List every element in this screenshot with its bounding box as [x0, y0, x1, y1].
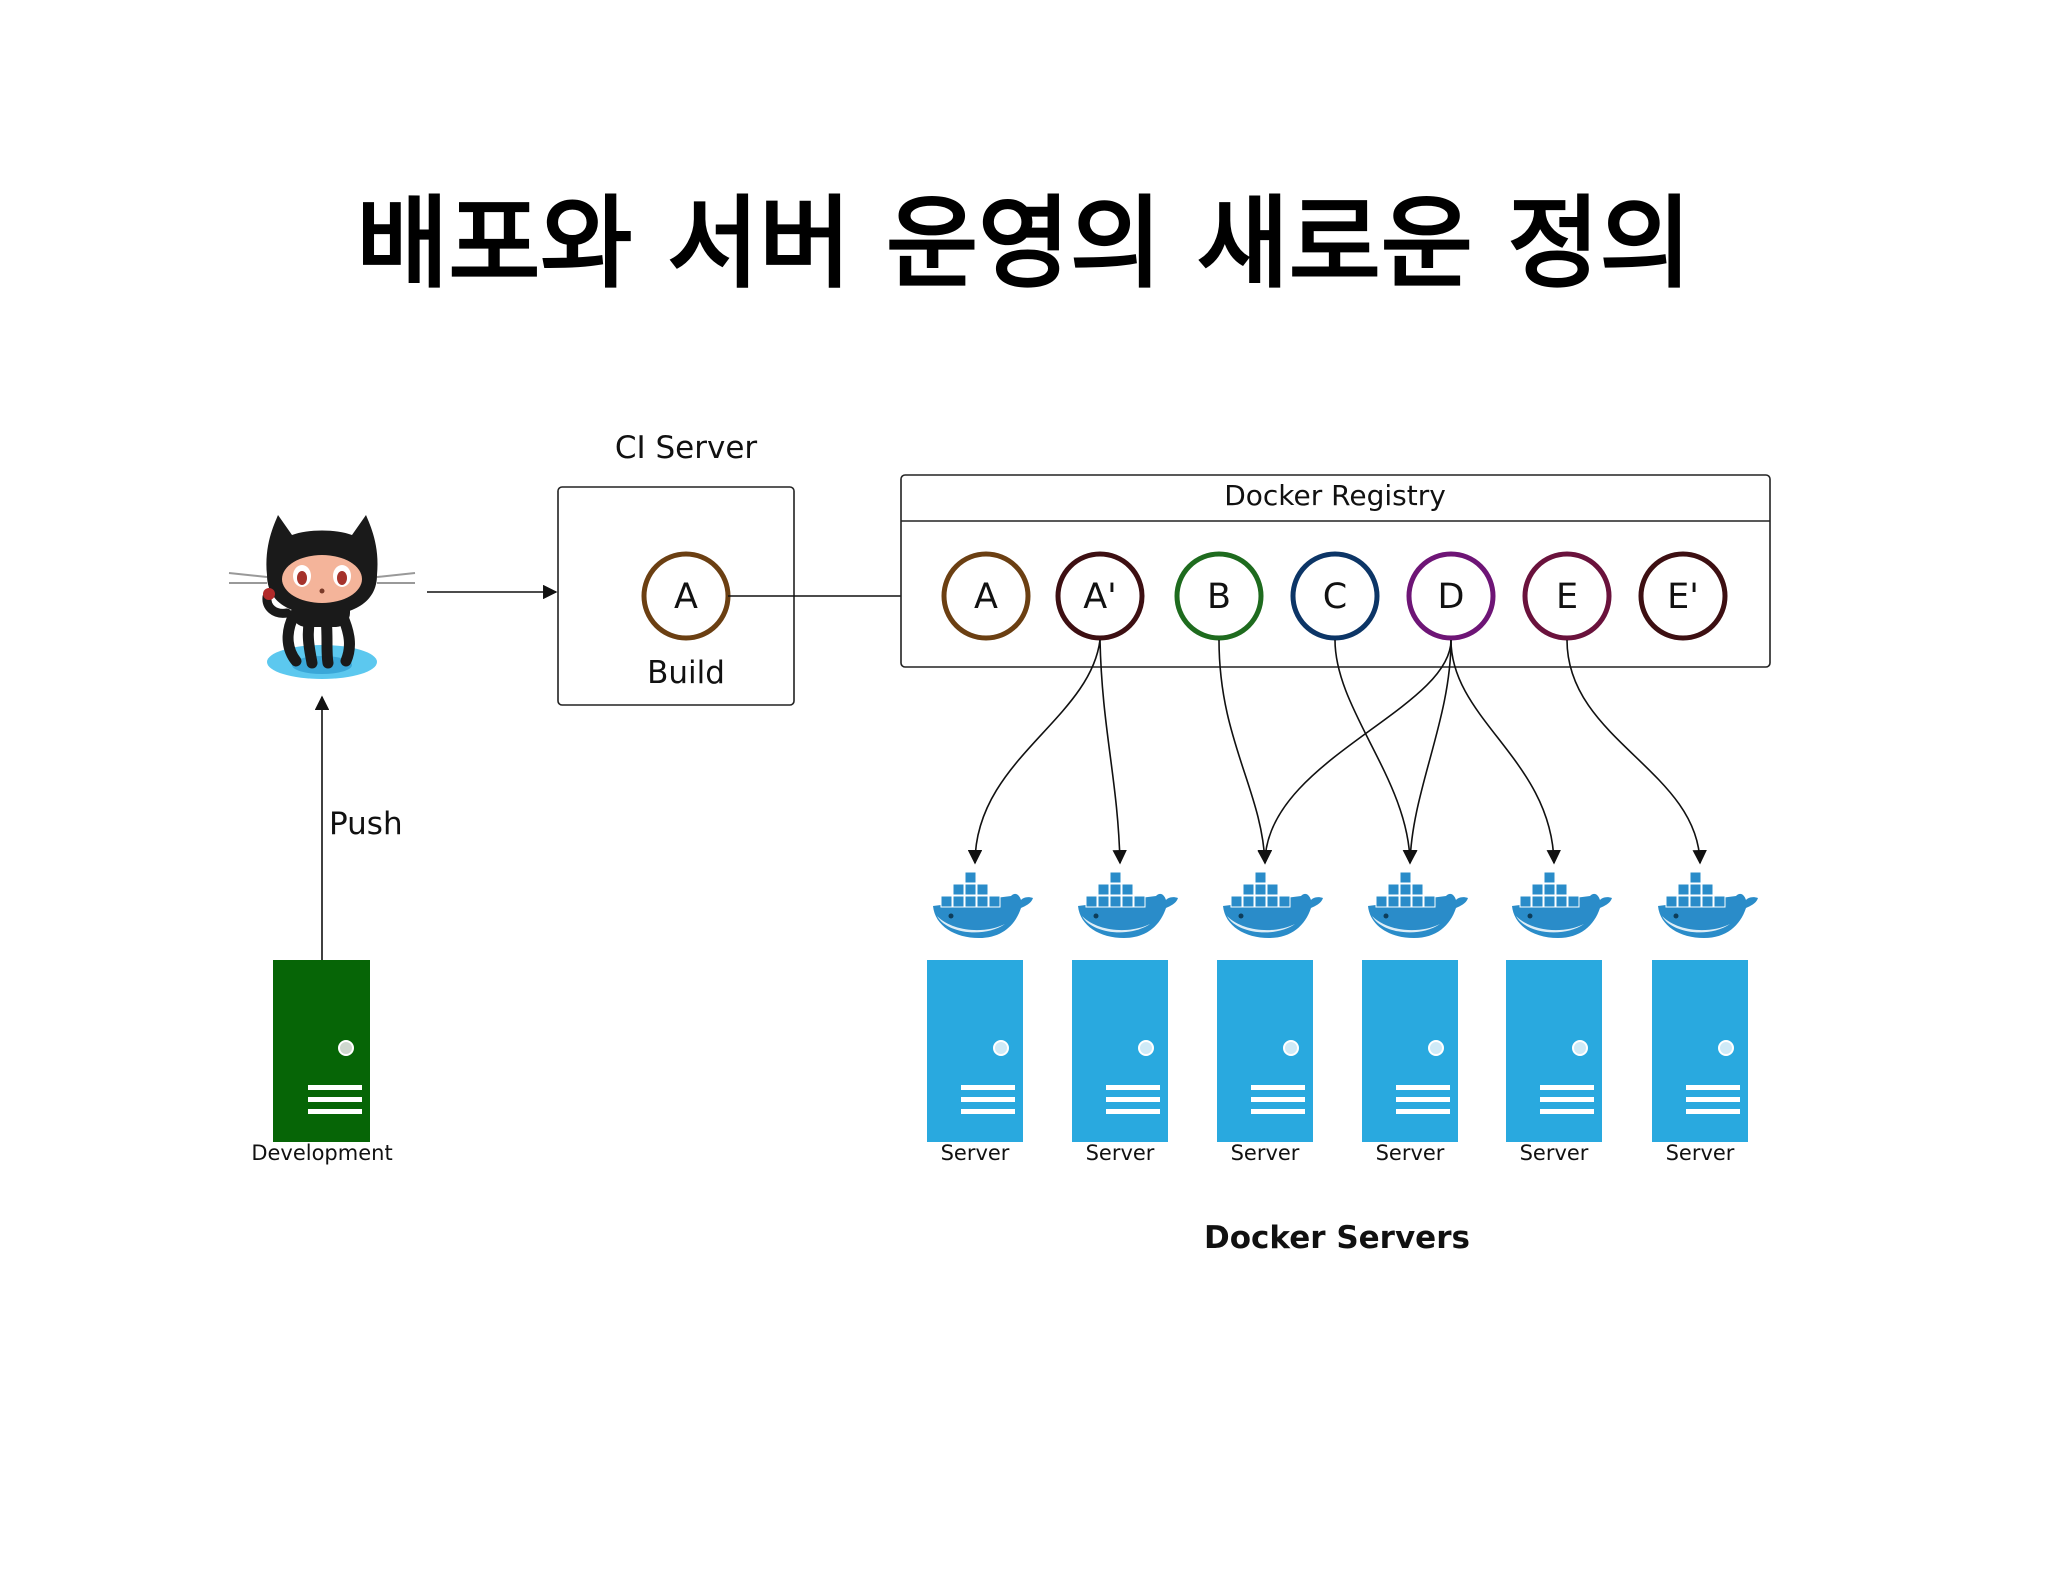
docker-server: Server — [1072, 960, 1168, 1165]
docker-server-body — [1217, 960, 1313, 1142]
server-led-icon — [1428, 1040, 1444, 1056]
registry-node-circle — [1174, 551, 1264, 641]
edge-a-prime-to-server-1 — [967, 639, 1101, 865]
registry-node: A — [941, 551, 1031, 641]
registry-node: D — [1406, 551, 1496, 641]
edge-a-prime-to-server-2 — [1099, 639, 1127, 865]
registry-node-circle — [1638, 551, 1728, 641]
docker-server: Server — [1506, 960, 1602, 1165]
development-label: Development — [251, 1141, 392, 1165]
ci-build-label: Build — [647, 655, 725, 691]
ci-server-title: CI Server — [615, 430, 758, 466]
docker-servers-label: Docker Servers — [1204, 1220, 1470, 1256]
registry-node-letter: D — [1438, 577, 1465, 617]
edge-d-to-server-4 — [1403, 639, 1452, 865]
registry-node-letter: B — [1207, 577, 1231, 617]
edge-d-to-server-5 — [1450, 639, 1561, 865]
docker-whale-icon — [933, 871, 1033, 938]
edge-c-to-server-4 — [1334, 639, 1418, 865]
docker-server-label: Server — [1666, 1141, 1735, 1165]
docker-server-body — [927, 960, 1023, 1142]
server-led-icon — [1572, 1040, 1588, 1056]
registry-node-circle — [1290, 551, 1380, 641]
docker-server-label: Server — [1376, 1141, 1445, 1165]
docker-whale-icon — [1368, 871, 1468, 938]
registry-node: E' — [1638, 551, 1728, 641]
registry-node: C — [1290, 551, 1380, 641]
registry-node: B — [1174, 551, 1264, 641]
docker-server-label: Server — [1086, 1141, 1155, 1165]
docker-server-body — [1506, 960, 1602, 1142]
server-led-icon — [993, 1040, 1009, 1056]
push-label: Push — [329, 806, 403, 842]
docker-whale-icon — [1658, 871, 1758, 938]
registry-node: A' — [1055, 551, 1145, 641]
registry-node-letter: A' — [1083, 577, 1117, 617]
deployment-edges — [967, 639, 1707, 865]
registry-node-circle — [941, 551, 1031, 641]
registry-image-nodes: A A' B C D E E' — [941, 551, 1728, 641]
server-led-icon — [1718, 1040, 1734, 1056]
registry-node-circle — [1406, 551, 1496, 641]
docker-server: Server — [1217, 960, 1313, 1165]
docker-server-label: Server — [1520, 1141, 1589, 1165]
docker-registry-title: Docker Registry — [1224, 479, 1446, 512]
docker-server-body — [1362, 960, 1458, 1142]
docker-whale-icon — [1078, 871, 1178, 938]
docker-server: Server — [1362, 960, 1458, 1165]
edge-d-to-server-3 — [1257, 639, 1452, 865]
docker-server: Server — [927, 960, 1023, 1165]
ci-build-node-letter: A — [674, 577, 698, 617]
edge-b-to-server-3 — [1218, 639, 1272, 865]
page-title: 배포와 서버 운영의 새로운 정의 — [356, 185, 1691, 302]
registry-node-letter: E' — [1667, 577, 1699, 617]
registry-node-circle — [1522, 551, 1612, 641]
docker-whales — [933, 871, 1758, 938]
development-server-body — [273, 960, 370, 1142]
edge-e-to-server-6 — [1566, 639, 1707, 865]
registry-node-letter: C — [1323, 577, 1347, 617]
docker-server-body — [1652, 960, 1748, 1142]
github-octocat-icon — [228, 515, 416, 679]
docker-server: Server — [1652, 960, 1748, 1165]
registry-node-letter: E — [1556, 577, 1578, 617]
docker-whale-icon — [1223, 871, 1323, 938]
development-server — [273, 960, 370, 1142]
registry-node: E — [1522, 551, 1612, 641]
docker-server-body — [1072, 960, 1168, 1142]
docker-server-label: Server — [941, 1141, 1010, 1165]
server-led-icon — [1283, 1040, 1299, 1056]
docker-whale-icon — [1512, 871, 1612, 938]
registry-node-letter: A — [974, 577, 998, 617]
server-led-icon — [1138, 1040, 1154, 1056]
docker-server-label: Server — [1231, 1141, 1300, 1165]
docker-servers: Server Server Server Server Server Server — [927, 960, 1748, 1165]
registry-node-circle — [1055, 551, 1145, 641]
